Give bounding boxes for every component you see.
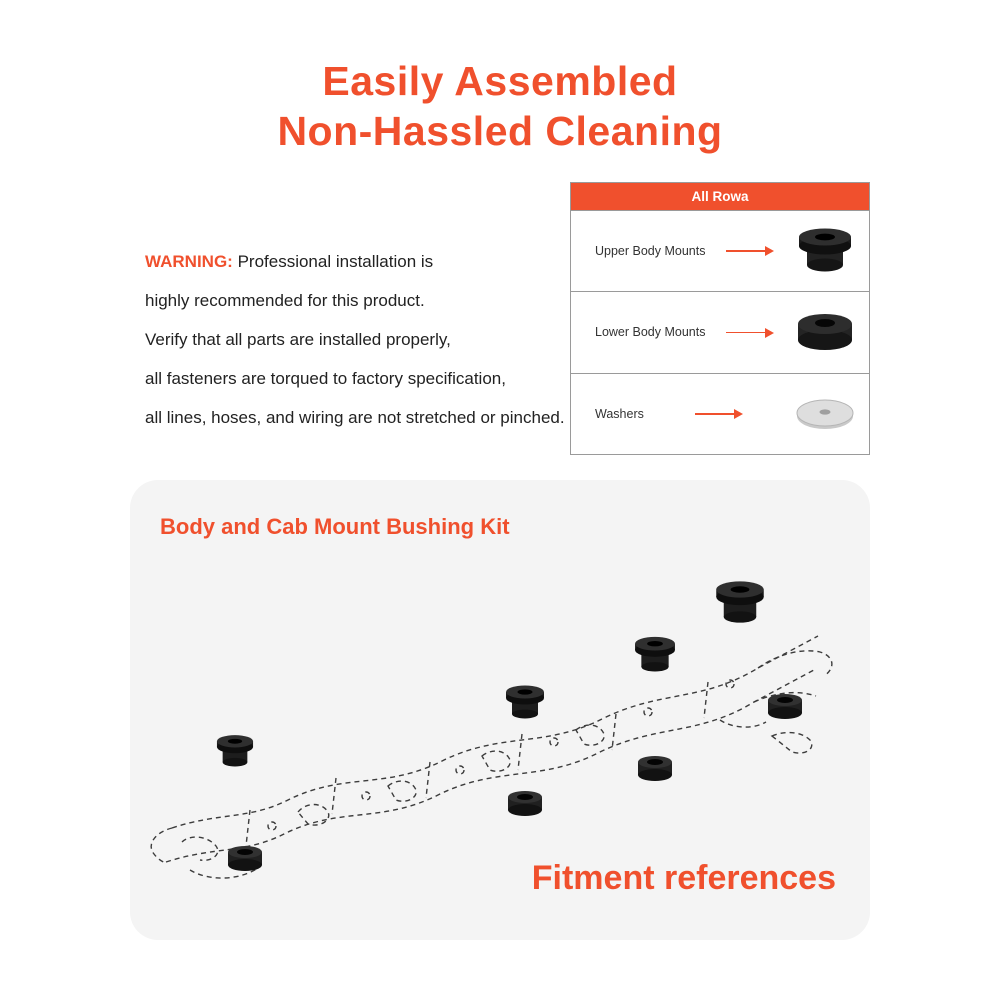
bushing-marker bbox=[506, 685, 544, 719]
page-title-line1: Easily Assembled bbox=[322, 58, 678, 104]
part-label: Washers bbox=[595, 406, 644, 421]
bushing-marker bbox=[638, 756, 672, 781]
bushing-marker bbox=[768, 694, 802, 719]
arrow-right-icon bbox=[726, 328, 775, 337]
table-row: Washers bbox=[571, 372, 869, 454]
kit-card-title: Body and Cab Mount Bushing Kit bbox=[160, 514, 510, 539]
table-row: Upper Body Mounts bbox=[571, 210, 869, 291]
page-title: Easily Assembled Non-Hassled Cleaning bbox=[0, 56, 1000, 156]
warning-line: all lines, hoses, and wiring are not str… bbox=[145, 408, 565, 427]
bushing-marker bbox=[228, 846, 262, 871]
table-row: Lower Body Mounts bbox=[571, 291, 869, 372]
arrow-right-icon bbox=[726, 247, 775, 255]
warning-line: Verify that all parts are installed prop… bbox=[145, 330, 451, 349]
warning-text: Professional installation is bbox=[237, 252, 434, 271]
warning-line: all fasteners are torqued to factory spe… bbox=[145, 369, 506, 388]
bushing-marker bbox=[508, 791, 542, 816]
kit-card: Body and Cab Mount Bushing Kit bbox=[130, 480, 870, 940]
warning-line: highly recommended for this product. bbox=[145, 291, 425, 310]
fitment-references-caption: Fitment references bbox=[531, 859, 836, 897]
bushing-marker bbox=[216, 735, 254, 767]
parts-table: All Rowa Upper Body Mounts Lower Body Mo… bbox=[570, 182, 870, 455]
warning-block: WARNING: Professional installation is hi… bbox=[145, 242, 585, 437]
page-title-line2: Non-Hassled Cleaning bbox=[277, 108, 723, 154]
warning-line: WARNING: Professional installation is bbox=[145, 242, 585, 281]
bushing-marker bbox=[716, 581, 764, 623]
part-label: Upper Body Mounts bbox=[595, 244, 706, 259]
chassis-fitment-diagram bbox=[150, 581, 833, 879]
bushing-marker bbox=[635, 636, 675, 672]
upper-body-mount-bushing-icon bbox=[793, 227, 857, 275]
arrow-right-icon bbox=[695, 409, 744, 418]
washer-icon bbox=[793, 394, 857, 434]
warning-label: WARNING: bbox=[145, 252, 233, 271]
part-label: Lower Body Mounts bbox=[595, 325, 706, 340]
parts-table-header: All Rowa bbox=[571, 183, 869, 210]
lower-body-mount-bushing-icon bbox=[793, 310, 857, 354]
